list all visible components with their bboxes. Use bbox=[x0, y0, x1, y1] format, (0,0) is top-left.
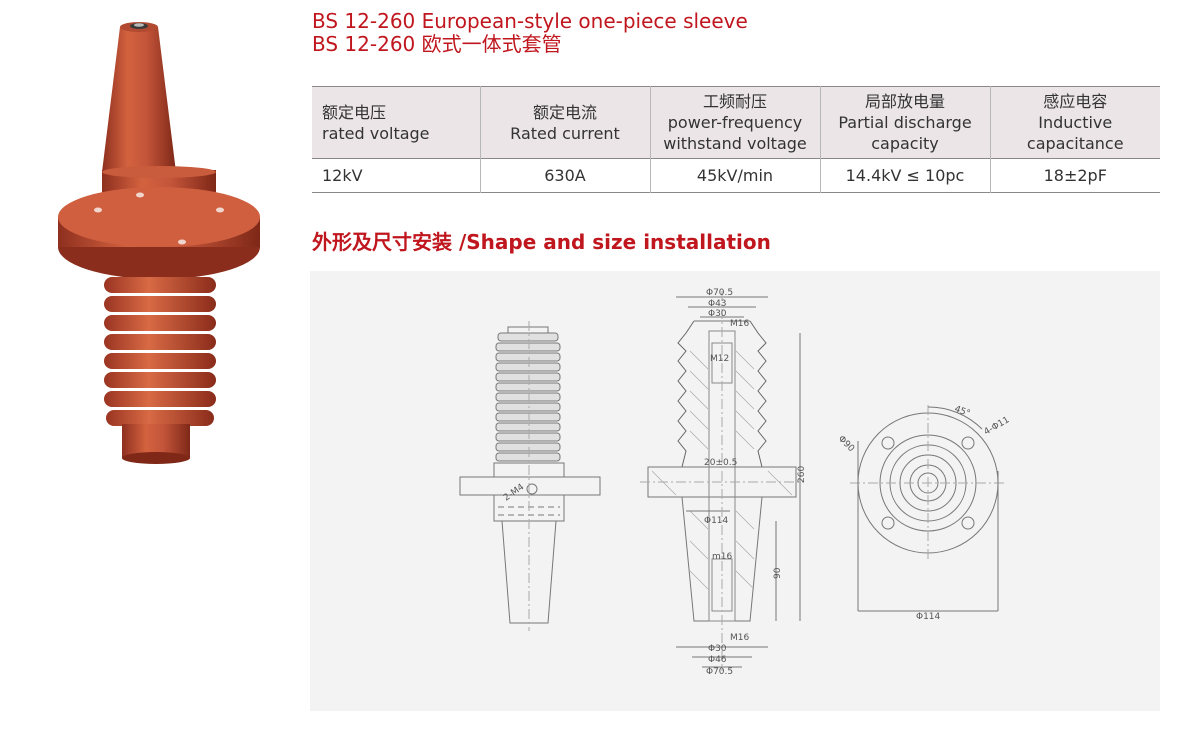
header-en-2: capacitance bbox=[1026, 134, 1124, 153]
spec-header-row: 额定电压 rated voltage 额定电流 Rated current 工频… bbox=[312, 86, 1160, 159]
header-cn: 感应电容 bbox=[1043, 92, 1108, 111]
cell-inductive-capacitance: 18±2pF bbox=[989, 158, 1160, 193]
header-withstand-voltage: 工频耐压 power-frequency withstand voltage bbox=[649, 86, 820, 159]
section-title: 外形及尺寸安装 /Shape and size installation bbox=[312, 230, 771, 254]
dim-plan-dia: Φ114 bbox=[916, 612, 941, 622]
dim-bottom-outer: Φ70.5 bbox=[706, 667, 733, 677]
dim-bottom-inner: Φ30 bbox=[708, 644, 727, 654]
header-en: rated voltage bbox=[322, 123, 430, 143]
header-cn: 工频耐压 bbox=[702, 92, 767, 111]
technical-drawing: Φ70.5 Φ43 Φ30 M16 M12 20±0.5 Φ114 m16 M1… bbox=[459, 288, 1012, 677]
header-en-2: capacity bbox=[871, 134, 939, 153]
header-cn: 额定电流 bbox=[532, 102, 597, 122]
header-en: Partial discharge bbox=[838, 113, 972, 132]
header-rated-current: 额定电流 Rated current bbox=[479, 86, 650, 159]
spec-table: 额定电压 rated voltage 额定电流 Rated current 工频… bbox=[312, 86, 1160, 193]
header-inductive-capacitance: 感应电容 Inductive capacitance bbox=[989, 86, 1160, 159]
dim-bottom-thread: M16 bbox=[730, 633, 749, 643]
header-en: power-frequency bbox=[667, 113, 803, 132]
plan-view bbox=[850, 405, 1006, 612]
dim-lower-thread: m16 bbox=[712, 552, 732, 562]
cell-rated-current: 630A bbox=[479, 158, 650, 193]
cell-rated-voltage: 12kV bbox=[322, 166, 363, 185]
dim-flange-dia: Φ114 bbox=[704, 516, 729, 526]
title-cn: BS 12-260 欧式一体式套管 bbox=[312, 32, 562, 56]
header-partial-discharge: 局部放电量 Partial discharge capacity bbox=[819, 86, 990, 159]
dim-bottom-mid: Φ46 bbox=[708, 655, 727, 665]
dim-flange-gap: 20±0.5 bbox=[704, 458, 737, 468]
header-en: Rated current bbox=[510, 123, 620, 143]
dim-upper-thread: M12 bbox=[710, 354, 729, 364]
dim-plan-pcd: Φ90 bbox=[836, 434, 856, 454]
header-cn: 局部放电量 bbox=[864, 92, 945, 111]
section-view bbox=[640, 291, 804, 671]
page-title: BS 12-260 European-style one-piece sleev… bbox=[312, 10, 748, 56]
dim-lower-length: 90 bbox=[773, 567, 783, 579]
cell-withstand-voltage: 45kV/min bbox=[649, 158, 820, 193]
dim-top-inner: Φ30 bbox=[708, 309, 727, 319]
dim-plan-hole: 4-Φ11 bbox=[983, 415, 1012, 437]
dim-top-outer: Φ70.5 bbox=[706, 288, 733, 298]
header-rated-voltage: 额定电压 rated voltage bbox=[312, 87, 480, 159]
cell-partial-discharge: 14.4kV ≤ 10pc bbox=[819, 158, 990, 193]
table-row: 12kV 630A 45kV/min 14.4kV ≤ 10pc 18±2pF bbox=[312, 158, 1160, 193]
dim-plan-angle: 45° bbox=[953, 404, 971, 419]
dim-top-mid: Φ43 bbox=[708, 299, 727, 309]
title-en: BS 12-260 European-style one-piece sleev… bbox=[312, 9, 748, 33]
header-en-2: withstand voltage bbox=[663, 134, 807, 153]
header-cn: 额定电压 bbox=[322, 102, 387, 122]
side-elevation-view bbox=[459, 321, 601, 631]
product-image bbox=[58, 22, 260, 464]
header-en: Inductive bbox=[1038, 113, 1113, 132]
dim-height: 260 bbox=[797, 466, 807, 483]
dim-top-thread: M16 bbox=[730, 319, 749, 329]
technical-drawing-panel: Φ70.5 Φ43 Φ30 M16 M12 20±0.5 Φ114 m16 M1… bbox=[310, 271, 1160, 711]
